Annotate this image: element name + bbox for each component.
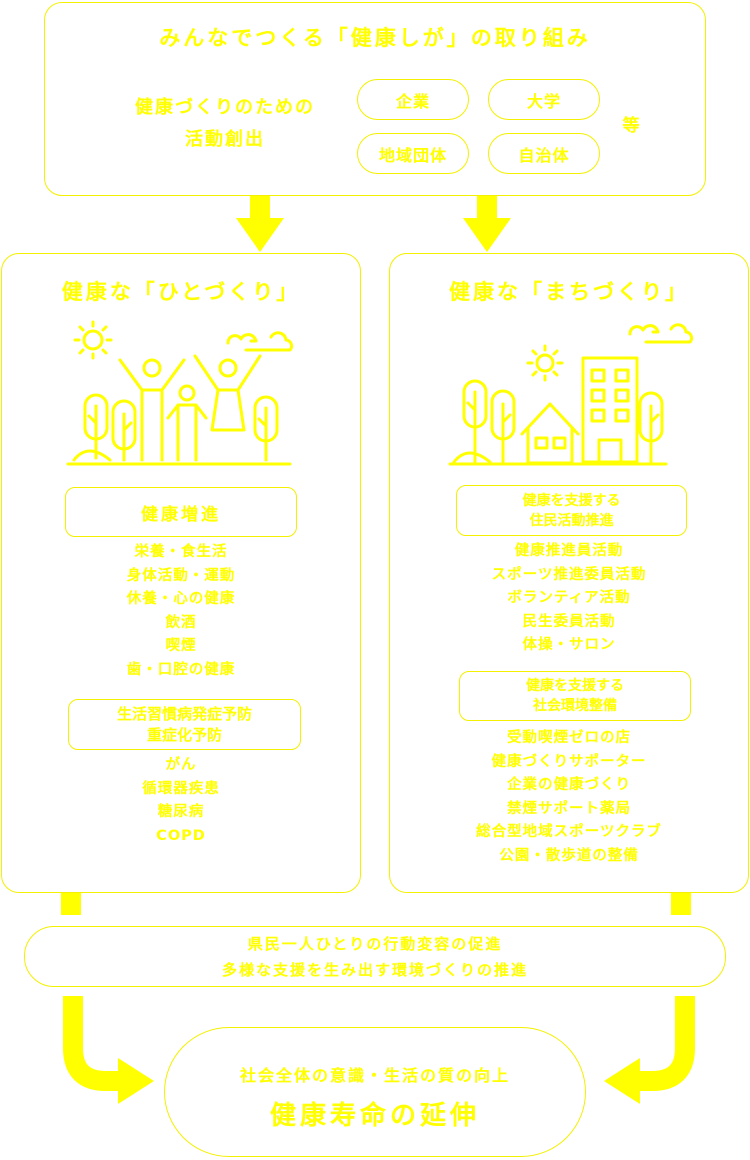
right-section1-list: 健康推進員活動 スポーツ推進委員活動 ボランティア活動 民生委員活動 体操・サロ… <box>389 540 749 658</box>
connector-right <box>671 893 691 915</box>
middle-line2: 多様な支援を生み出す環境づくりの推進 <box>221 961 528 979</box>
left-panel-title: 健康な「ひとづくり」 <box>61 280 301 304</box>
list-item: 飲酒 <box>165 614 197 631</box>
list-item: 糖尿病 <box>157 804 205 820</box>
list-item: COPD <box>156 827 206 844</box>
down-arrow-left <box>236 196 284 252</box>
town-illustration <box>448 323 694 466</box>
down-arrow-right <box>463 196 511 252</box>
list-item: 休養・心の健康 <box>126 591 236 607</box>
top-title: みんなでつくる「健康しが」の取り組み <box>159 26 591 50</box>
list-item: 健康づくりサポーター <box>491 753 647 770</box>
list-item: 歯・口腔の健康 <box>126 661 236 678</box>
left-panel <box>1 253 361 893</box>
right-panel <box>389 253 749 893</box>
right-section1-header: 健康を支援する 住民活動推進 <box>456 485 687 536</box>
top-etc: 等 <box>622 116 640 136</box>
left-section1-list: 栄養・食生活 身体活動・運動 休養・心の健康 飲酒 喫煙 歯・口腔の健康 <box>1 541 361 682</box>
list-item: スポーツ推進委員活動 <box>491 566 647 583</box>
curved-arrow-right <box>604 996 695 1104</box>
left-section1-header: 健康増進 <box>65 487 297 537</box>
list-item: 禁煙サポート薬局 <box>507 800 631 817</box>
list-item: 公園・散歩道の整備 <box>499 847 639 864</box>
list-item: がん <box>165 757 197 773</box>
bottom-line2: 健康寿命の延伸 <box>269 1101 480 1131</box>
list-item: 健康推進員活動 <box>514 543 624 559</box>
right-section2-list: 受動喫煙ゼロの店 健康づくりサポーター 企業の健康づくり 禁煙サポート薬局 総合… <box>389 727 749 868</box>
right-section2-header: 健康を支援する 社会環境整備 <box>459 671 691 721</box>
bottom-panel <box>164 1027 586 1157</box>
pill-community-group: 地域団体 <box>357 133 469 174</box>
left-section2-header: 生活習慣病発症予防 重症化予防 <box>68 699 301 750</box>
bottom-line1: 社会全体の意識・生活の質の向上 <box>239 1066 510 1085</box>
list-item: 喫煙 <box>165 638 197 654</box>
list-item: 民生委員活動 <box>522 613 616 630</box>
connector-left <box>61 893 81 915</box>
middle-panel <box>24 926 726 987</box>
list-item: ボランティア活動 <box>507 590 631 606</box>
middle-line1: 県民一人ひとりの行動変容の促進 <box>247 935 503 953</box>
top-label-line1: 健康づくりのための <box>135 97 315 118</box>
people-park-illustration <box>66 320 294 466</box>
list-item: 企業の健康づくり <box>507 777 631 793</box>
left-section2-title-line1: 生活習慣病発症予防 <box>116 704 252 723</box>
right-section1-title-line2: 住民活動推進 <box>529 512 614 529</box>
left-section2-list: がん 循環器疾患 糖尿病 COPD <box>1 754 361 848</box>
left-section1-title: 健康増進 <box>141 504 221 525</box>
list-item: 栄養・食生活 <box>134 544 228 560</box>
left-section2-title-line2: 重症化予防 <box>146 725 222 744</box>
right-section2-title-line1: 健康を支援する <box>526 678 624 694</box>
list-item: 総合型地域スポーツクラブ <box>476 824 662 840</box>
right-section2-title-line2: 社会環境整備 <box>533 698 617 714</box>
curved-arrow-left <box>63 996 154 1104</box>
list-item: 循環器疾患 <box>142 780 220 797</box>
list-item: 身体活動・運動 <box>126 567 236 584</box>
list-item: 受動喫煙ゼロの店 <box>507 730 631 746</box>
right-panel-title: 健康な「まちづくり」 <box>449 280 689 304</box>
pill-municipality: 自治体 <box>488 133 600 174</box>
right-section1-title-line1: 健康を支援する <box>522 492 621 509</box>
pill-university: 大学 <box>488 79 600 120</box>
pill-company: 企業 <box>357 79 469 120</box>
top-label-line2: 活動創出 <box>185 129 265 150</box>
list-item: 体操・サロン <box>522 637 616 653</box>
